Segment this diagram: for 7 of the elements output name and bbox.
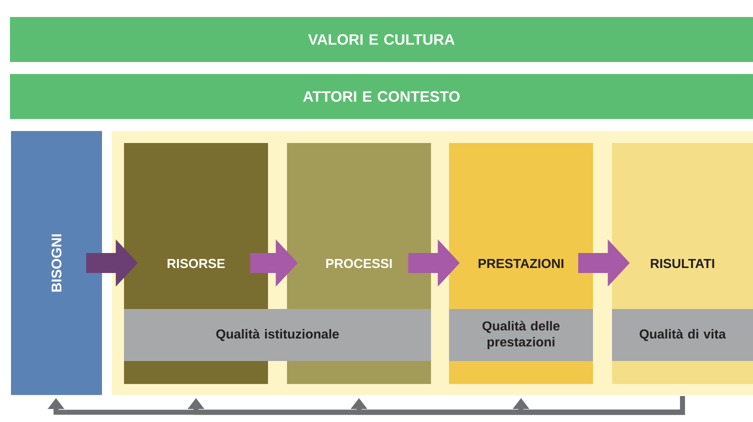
quality-band: Qualità di vita (612, 309, 753, 361)
quality-band: Qualità delle prestazioni (449, 309, 593, 361)
feedback-arrow (512, 396, 685, 415)
rotated-label-box: BISOGNI (11, 131, 102, 395)
quality-band: Qualità istituzionale (124, 309, 431, 361)
header-band: ATTORI E CONTESTO (10, 74, 753, 119)
header-band: VALORI E CULTURA (10, 17, 753, 62)
